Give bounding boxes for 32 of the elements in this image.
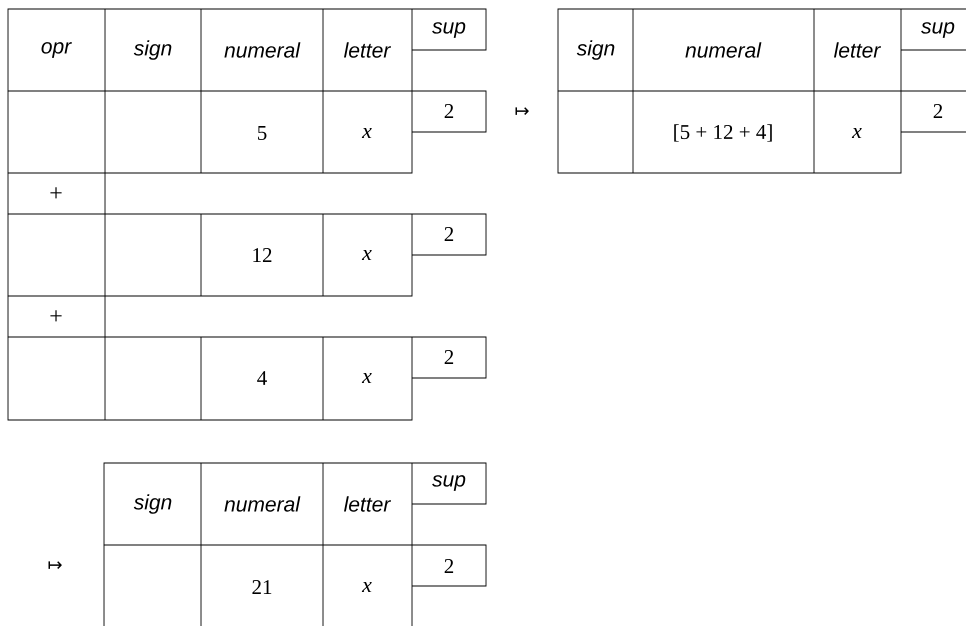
column-header: sup (921, 22, 954, 38)
column-header: sup (432, 475, 466, 491)
variable-letter: x (852, 128, 862, 138)
variable-letter: x (362, 372, 372, 384)
mapsto-symbol: ↦ (48, 561, 62, 569)
operator-symbol: + (50, 187, 62, 198)
variable-letter: x (362, 128, 372, 138)
column-header: letter (834, 42, 882, 58)
mapsto-symbol: ↦ (516, 107, 529, 115)
column-header: letter (344, 42, 392, 58)
cell-value: 21 (252, 580, 272, 594)
column-header: numeral (224, 496, 300, 512)
cell-value: 12 (253, 248, 272, 262)
cell-value: 4 (257, 371, 267, 385)
cell-value: 5 (258, 126, 266, 140)
cell-value: 2 (934, 104, 942, 118)
column-header: sup (432, 22, 466, 38)
column-header: opr (42, 42, 72, 58)
operator-symbol: + (50, 310, 62, 322)
column-header: sign (576, 40, 614, 60)
column-header: sign (134, 494, 172, 514)
cell-value: 2 (444, 227, 454, 241)
variable-letter: x (362, 250, 372, 260)
variable-letter: x (362, 582, 372, 592)
column-header: numeral (224, 42, 300, 58)
column-header: letter (344, 496, 392, 512)
cell-value: 2 (444, 350, 454, 364)
column-header: sign (134, 40, 172, 60)
cell-value: 2 (444, 559, 454, 573)
cell-value: 2 (444, 104, 454, 118)
column-header: numeral (685, 42, 762, 58)
cell-value: [5 + 12 + 4] (674, 124, 772, 142)
